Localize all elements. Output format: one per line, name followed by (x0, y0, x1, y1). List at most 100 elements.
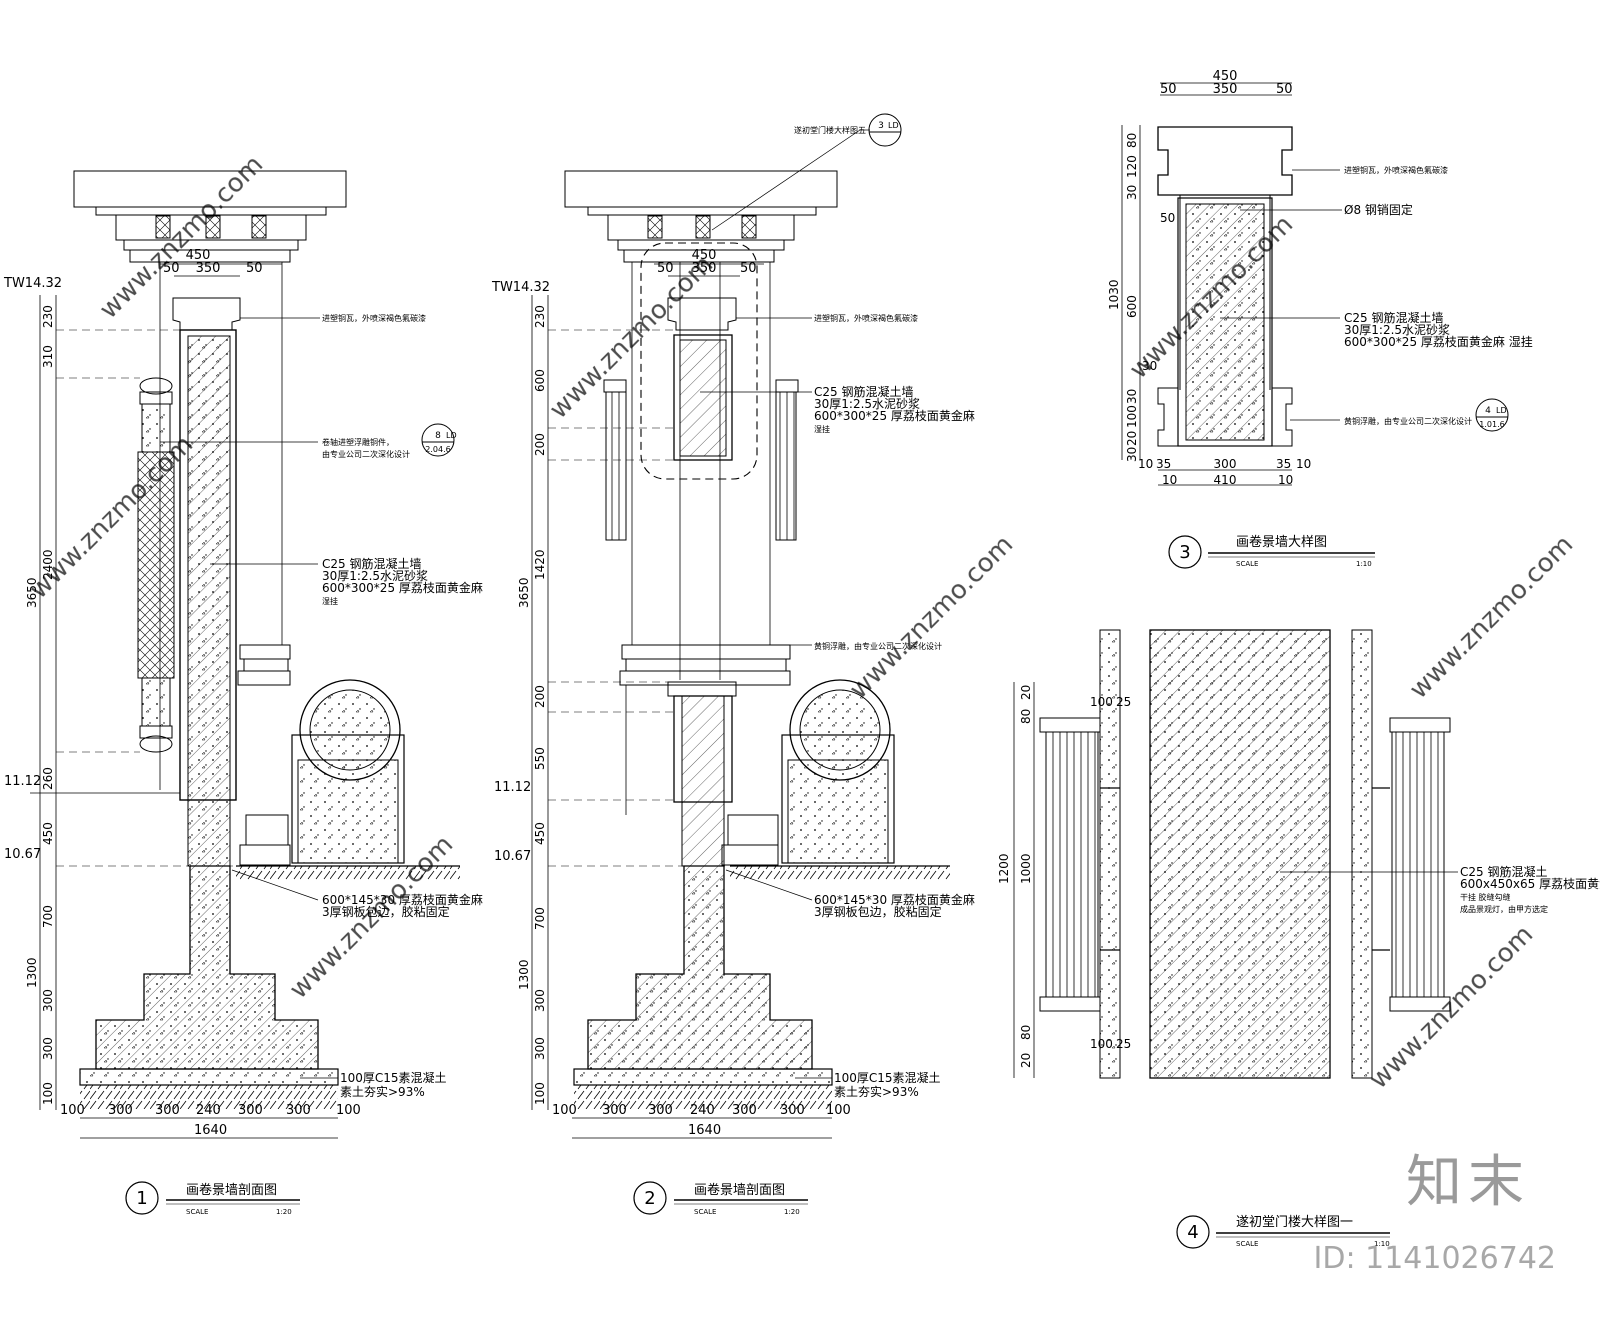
v2-left-dim-10: 100 (533, 1082, 547, 1105)
v2-left-dim-3: 1420 (533, 549, 547, 580)
v1-note-4-1: 素土夯实>93% (340, 1084, 425, 1099)
v3-note-0-0: 进塑铜瓦，外喷深褐色氟碳漆 (1344, 165, 1448, 175)
v4-total: 1200 (997, 853, 1011, 884)
v1-ref-code: LD (446, 431, 457, 440)
v1-bot-dim-1: 300 (108, 1103, 133, 1118)
v2-note-5-1: 素土夯实>93% (834, 1084, 919, 1099)
v2-top-dim-2: 350 (692, 261, 717, 276)
v4-note-0-0: C25 钢筋混凝土 (1460, 864, 1547, 879)
v2-left-dim-8: 300 (533, 989, 547, 1012)
v1-number: 1 (136, 1188, 147, 1209)
v1-note-1-0: 卷轴进塑浮雕铜件， (322, 437, 394, 447)
v2-bot-dim-1: 300 (602, 1103, 627, 1118)
v1-scale-word: SCALE (186, 1208, 208, 1216)
v4-title: 遂初堂门楼大样图一 (1236, 1215, 1353, 1230)
v2-left-dim-4: 200 (533, 685, 547, 708)
v4-left-dim-4: 20 (1019, 1053, 1033, 1068)
v1-left-dim-7: 300 (41, 1037, 55, 1060)
v2-bot-dim-6: 100 (826, 1103, 851, 1118)
v2-title: 画卷景墙剖面图 (694, 1182, 785, 1198)
v3-left-dim-3: 50 (1160, 211, 1175, 225)
v4-left-dim-2: 1000 (1019, 853, 1033, 884)
v1-note-3-0: 600*145*30 厚荔枝面黄金麻 (322, 892, 483, 907)
v3-left-dim-8: 20 (1125, 431, 1139, 446)
v1-bot-total: 1640 (194, 1123, 227, 1138)
v1-note-2-3: 湿挂 (322, 596, 338, 606)
v3-scale: 1:10 (1356, 560, 1372, 568)
v3-top-dim-2: 350 (1213, 82, 1238, 97)
v4-inner-dim-0: 100 (1090, 695, 1113, 709)
v2-bot-dim-0: 100 (552, 1103, 577, 1118)
v2-total-b: 1300 (517, 959, 531, 990)
v2-scale-word: SCALE (694, 1208, 716, 1216)
view-1-section (30, 170, 460, 1215)
v1-elev-ground: 10.67 (4, 847, 41, 862)
v3-note-2-2: 600*300*25 厚荔枝面黄金麻 湿挂 (1344, 334, 1533, 349)
v2-left-dim-5: 550 (533, 747, 547, 770)
v2-number: 2 (644, 1188, 655, 1209)
v2-left-dim-9: 300 (533, 1037, 547, 1060)
v2-elev-ground: 10.67 (494, 849, 531, 864)
v2-bot-dim-4: 300 (732, 1103, 757, 1118)
v3-left-dim-0: 80 (1125, 133, 1139, 148)
v1-scale: 1:20 (276, 1208, 292, 1216)
v2-bot-dim-3: 240 (690, 1103, 715, 1118)
watermark-site: www.znzmo.com (844, 530, 1019, 705)
v2-note-5-0: 100厚C15素混凝土 (834, 1070, 941, 1085)
v3-bot-mid-2: 10 (1278, 473, 1293, 487)
ornament-panels (155, 215, 267, 239)
scroll-ornament (137, 377, 175, 753)
v3-number: 3 (1179, 542, 1190, 563)
v4-note-0-2: 干挂 胶缝勾缝 (1460, 892, 1511, 902)
v2-bot-dim-5: 300 (780, 1103, 805, 1118)
v4-left-dim-1: 80 (1019, 709, 1033, 724)
v3-bot-dim-4: 10 (1296, 457, 1311, 471)
v2-scale: 1:20 (784, 1208, 800, 1216)
v1-left-dim-4: 450 (41, 822, 55, 845)
v1-note-3-1: 3厚钢板包边，胶粘固定 (322, 904, 450, 919)
v1-top-dim-0: 450 (186, 248, 211, 263)
v1-note-2-1: 30厚1:2.5水泥砂浆 (322, 568, 428, 583)
v1-bot-dim-0: 100 (60, 1103, 85, 1118)
v2-note-3-0: 黄铜浮雕，由专业公司二次深化设计 (814, 641, 942, 651)
v2-note-1-0: 进塑铜瓦，外喷深褐色氟碳漆 (814, 313, 918, 323)
v2-elev-mid: 11.12 (494, 780, 531, 795)
v2-note-2-2: 600*300*25 厚荔枝面黄金麻 (814, 408, 975, 423)
v3-total: 1030 (1107, 279, 1121, 310)
v3-ref-code: LD (1496, 406, 1507, 415)
v3-top-dim-1: 50 (1160, 82, 1177, 97)
v1-left-dim-6: 300 (41, 989, 55, 1012)
v1-ref-sheet: 2.04.6 (425, 445, 450, 454)
v2-left-dim-2: 200 (533, 433, 547, 456)
v1-note-2-2: 600*300*25 厚荔枝面黄金麻 (322, 580, 483, 595)
v1-note-2-0: C25 钢筋混凝土墙 (322, 556, 421, 571)
v1-total-a: 3650 (25, 577, 39, 608)
v1-left-dim-3: 260 (41, 767, 55, 790)
v1-bot-dim-2: 300 (155, 1103, 180, 1118)
v2-note-4-0: 600*145*30 厚荔枝面黄金麻 (814, 892, 975, 907)
v3-left-dim-6: 30 (1125, 389, 1139, 404)
v1-total-b: 1300 (25, 957, 39, 988)
v3-note-2-1: 30厚1:2.5水泥砂浆 (1344, 322, 1450, 337)
v1-bot-dim-3: 240 (196, 1103, 221, 1118)
v3-note-2-0: C25 钢筋混凝土墙 (1344, 310, 1443, 325)
v2-left-dim-1: 600 (533, 369, 547, 392)
v1-left-dim-2: 2400 (41, 549, 55, 580)
v3-left-dim-7: 100 (1125, 405, 1139, 428)
v4-scale-word: SCALE (1236, 1240, 1258, 1248)
v4-inner-dim-3: 25 (1116, 1037, 1131, 1051)
v2-note-0-0: 遂初堂门楼大样图五 (794, 125, 866, 135)
v3-ref-num: 4 (1485, 406, 1491, 416)
footer-id: ID: 1141026742 (1313, 1241, 1556, 1276)
v3-ref-sheet: 1.01.6 (1479, 420, 1504, 429)
v1-note-4-0: 100厚C15素混凝土 (340, 1070, 447, 1085)
v2-top-dim-0: 450 (692, 248, 717, 263)
v3-bot-dim-1: 35 (1156, 457, 1171, 471)
v1-top-dim-3: 50 (246, 261, 263, 276)
v1-top-dim-1: 50 (163, 261, 180, 276)
v3-left-dim-4: 600 (1125, 295, 1139, 318)
v2-note-2-1: 30厚1:2.5水泥砂浆 (814, 396, 920, 411)
v3-note-1-0: Ø8 钢销固定 (1344, 202, 1413, 217)
v1-elev-top: TW14.32 (3, 276, 62, 291)
